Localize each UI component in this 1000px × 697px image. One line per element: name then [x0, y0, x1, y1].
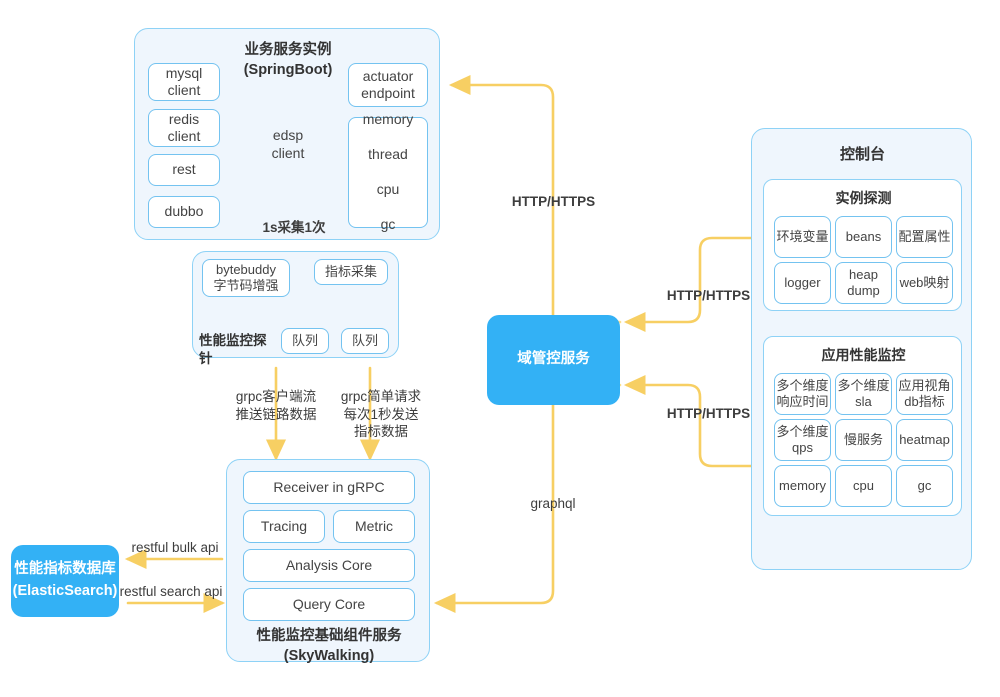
domain-service-node[interactable]: 域管控服务 — [487, 315, 620, 405]
apm-item-gc[interactable]: gc — [896, 465, 953, 507]
apm-item-qps[interactable]: 多个维度 qps — [774, 419, 831, 461]
actuator-endpoint-box[interactable]: actuator endpoint — [348, 63, 428, 107]
instance-probe-item-config[interactable]: 配置属性 — [896, 216, 953, 258]
jvm-metrics-box[interactable]: memory thread cpu gc — [348, 111, 428, 232]
skywalking-title-line2: (SkyWalking) — [283, 647, 375, 664]
instance-probe-subpanel: 实例探测 环境变量 beans 配置属性 logger heap dump we… — [763, 179, 962, 311]
client-box-rest[interactable]: rest — [148, 154, 220, 186]
instance-probe-item-env[interactable]: 环境变量 — [774, 216, 831, 258]
instance-probe-title: 实例探测 — [835, 190, 892, 206]
skywalking-title-line1: 性能监控基础组件服务 — [256, 628, 402, 644]
console-panel: 控制台 实例探测 环境变量 beans 配置属性 logger heap dum… — [751, 128, 972, 570]
sampling-note: 1s采集1次 — [262, 220, 326, 235]
instance-probe-item-heap-dump[interactable]: heap dump — [835, 262, 892, 304]
apm-item-heatmap[interactable]: heatmap — [896, 419, 953, 461]
connector-label-restful-bulk: restful bulk api — [131, 540, 219, 555]
springboot-panel-title: 业务服务实例 (SpringBoot) — [135, 41, 441, 80]
springboot-title-line1: 业务服务实例 — [244, 42, 332, 58]
connector-label-grpc-simple: grpc简单请求 每次1秒发送 指标数据 — [340, 389, 422, 440]
edsp-client-label: edsp client — [271, 126, 305, 161]
bytebuddy-box[interactable]: bytebuddy 字节码增强 — [202, 259, 290, 297]
query-core-box[interactable]: Query Core — [243, 588, 415, 621]
elasticsearch-line2: (ElasticSearch) — [12, 583, 118, 599]
queue-box-left[interactable]: 队列 — [281, 328, 329, 354]
queue-box-right[interactable]: 队列 — [341, 328, 389, 354]
connector-label-http-console-upper: HTTP/HTTPS — [666, 288, 751, 303]
apm-title: 应用性能监控 — [821, 347, 906, 363]
analysis-core-box[interactable]: Analysis Core — [243, 549, 415, 582]
elasticsearch-line1: 性能指标数据库 — [14, 561, 116, 578]
receiver-grpc-box[interactable]: Receiver in gRPC — [243, 471, 415, 504]
apm-item-cpu[interactable]: cpu — [835, 465, 892, 507]
springboot-panel: 业务服务实例 (SpringBoot) mysql client redis c… — [134, 28, 440, 240]
client-box-mysql[interactable]: mysql client — [148, 63, 220, 101]
apm-item-sla[interactable]: 多个维度 sla — [835, 373, 892, 415]
apm-item-response-time[interactable]: 多个维度 响应时间 — [774, 373, 831, 415]
springboot-title-line2: (SpringBoot) — [243, 61, 333, 78]
skywalking-panel: Receiver in gRPC Tracing Metric Analysis… — [226, 459, 430, 664]
probe-panel-title: 性能监控探针 — [199, 333, 267, 367]
connector-label-grpc-stream: grpc客户端流 推送链路数据 — [235, 389, 317, 422]
instance-probe-item-beans[interactable]: beans — [835, 216, 892, 258]
apm-item-slow-service[interactable]: 慢服务 — [835, 419, 892, 461]
apm-item-db-metrics[interactable]: 应用视角 db指标 — [896, 373, 953, 415]
metric-box[interactable]: Metric — [333, 510, 415, 543]
connector-label-graphql: graphql — [530, 496, 576, 511]
tracing-box[interactable]: Tracing — [243, 510, 325, 543]
probe-panel: bytebuddy 字节码增强 指标采集 队列 队列 性能监控探针 — [192, 251, 399, 366]
connector-label-restful-search: restful search api — [119, 584, 223, 599]
skywalking-panel-title: 性能监控基础组件服务 (SkyWalking) — [227, 627, 431, 666]
instance-probe-item-logger[interactable]: logger — [774, 262, 831, 304]
client-box-redis[interactable]: redis client — [148, 109, 220, 147]
apm-item-memory[interactable]: memory — [774, 465, 831, 507]
metric-collect-box[interactable]: 指标采集 — [314, 259, 388, 285]
apm-subpanel: 应用性能监控 多个维度 响应时间 多个维度 sla 应用视角 db指标 多个维度… — [763, 336, 962, 516]
elasticsearch-node[interactable]: 性能指标数据库 (ElasticSearch) — [11, 545, 119, 617]
connector-label-http-top: HTTP/HTTPS — [511, 194, 596, 209]
client-box-dubbo[interactable]: dubbo — [148, 196, 220, 228]
connector-label-http-console-lower: HTTP/HTTPS — [666, 406, 751, 421]
console-panel-title: 控制台 — [839, 146, 885, 163]
instance-probe-item-web-mapping[interactable]: web映射 — [896, 262, 953, 304]
